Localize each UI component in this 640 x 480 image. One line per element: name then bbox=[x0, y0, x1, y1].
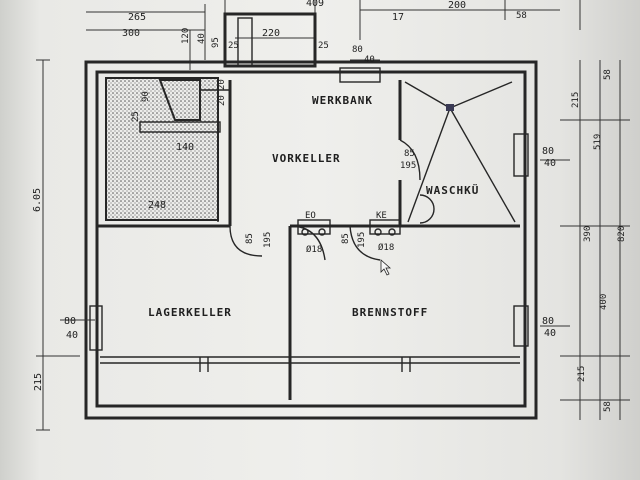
dim-right-80b: 80 bbox=[542, 316, 554, 327]
dim-right-58a: 58 bbox=[603, 69, 613, 80]
dim-top-25b: 25 bbox=[318, 41, 329, 51]
dim-door-195b: 195 bbox=[357, 232, 367, 248]
dim-right-820: 820 bbox=[617, 226, 627, 242]
fixture-label-ke: KE bbox=[376, 211, 387, 221]
fixture-label-d18a: Ø18 bbox=[306, 244, 322, 255]
fixture-label-d18b: Ø18 bbox=[378, 242, 394, 253]
dim-door-85b: 85 bbox=[341, 233, 351, 244]
dim-stair-90: 90 bbox=[141, 91, 151, 102]
bottom-shelves bbox=[100, 356, 520, 372]
dim-top-95: 95 bbox=[211, 37, 221, 48]
dim-left-40: 40 bbox=[66, 330, 78, 341]
dim-right-40b: 40 bbox=[544, 328, 556, 339]
dim-right-519: 519 bbox=[593, 134, 603, 150]
right-dimensions bbox=[540, 60, 630, 420]
dim-left-215: 215 bbox=[33, 373, 44, 391]
room-labels: WERKBANK VORKELLER WASCHKÜ LAGERKELLER B… bbox=[148, 94, 479, 319]
room-label-brennstoff: BRENNSTOFF bbox=[352, 306, 428, 319]
dim-right-80a: 80 bbox=[542, 146, 554, 157]
dim-stair-25: 25 bbox=[131, 111, 141, 122]
upper-annex bbox=[223, 12, 317, 68]
dim-top-409: 409 bbox=[306, 0, 324, 9]
dim-top-40: 40 bbox=[197, 33, 207, 44]
dim-right-40a: 40 bbox=[544, 158, 556, 169]
dim-top-80: 80 bbox=[352, 45, 363, 55]
dim-top-58: 58 bbox=[516, 11, 527, 21]
dim-right-215a: 215 bbox=[571, 92, 581, 108]
dim-left-605: 6.05 bbox=[32, 188, 43, 212]
dim-left-80: 80 bbox=[64, 316, 76, 327]
fixtures bbox=[297, 219, 401, 236]
dim-top-300: 300 bbox=[122, 28, 140, 39]
dim-door-195c: 195 bbox=[400, 161, 416, 171]
room-label-werkbank: WERKBANK bbox=[312, 94, 373, 107]
dim-top-40b: 40 bbox=[364, 55, 375, 65]
dim-stair-20a: 20 bbox=[217, 79, 227, 90]
dim-right-58b: 58 bbox=[603, 401, 613, 412]
mouse-cursor-icon bbox=[380, 259, 392, 276]
dim-stair-248: 248 bbox=[148, 200, 166, 211]
dim-door-85a: 85 bbox=[245, 233, 255, 244]
dim-stair-140: 140 bbox=[176, 142, 194, 153]
inner-walls bbox=[97, 67, 520, 400]
outer-walls bbox=[84, 60, 538, 420]
dim-stair-20b: 20 bbox=[217, 95, 227, 106]
room-label-waschkueche: WASCHKÜ bbox=[426, 183, 479, 197]
dim-top-120: 120 bbox=[181, 28, 191, 44]
dim-top-220: 220 bbox=[262, 28, 280, 39]
dimension-numbers: 265 300 409 17 200 58 120 40 95 25 220 2… bbox=[32, 0, 627, 412]
top-dimensions bbox=[86, 0, 581, 70]
dim-door-195a: 195 bbox=[263, 232, 273, 248]
left-dimensions bbox=[36, 59, 95, 431]
stair-block bbox=[105, 77, 230, 222]
dim-top-200: 200 bbox=[448, 0, 466, 11]
fixture-labels: EO KE Ø18 Ø18 bbox=[305, 211, 394, 255]
wall-windows bbox=[89, 133, 529, 351]
dim-right-390: 390 bbox=[583, 226, 593, 242]
dim-door-85c: 85 bbox=[404, 149, 415, 159]
dim-top-265: 265 bbox=[128, 12, 146, 23]
waschkueche-floor bbox=[399, 81, 516, 224]
dim-right-400: 400 bbox=[599, 294, 609, 310]
room-label-lagerkeller: LAGERKELLER bbox=[148, 306, 232, 319]
dim-top-17: 17 bbox=[392, 12, 404, 23]
dim-top-25a: 25 bbox=[228, 41, 239, 51]
room-label-vorkeller: VORKELLER bbox=[272, 152, 341, 165]
dim-right-215b: 215 bbox=[577, 366, 587, 382]
fixture-label-eo: EO bbox=[305, 211, 316, 221]
